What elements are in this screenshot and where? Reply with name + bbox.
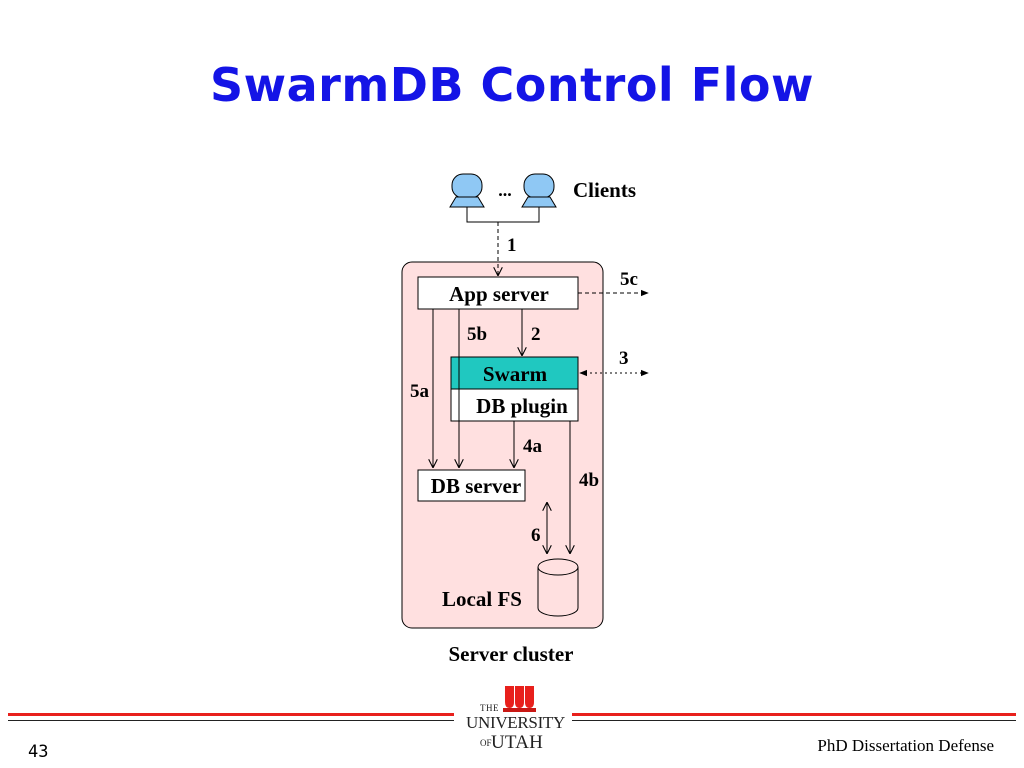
client-icon-right: [521, 173, 557, 208]
slide-title: SwarmDB Control Flow: [209, 58, 814, 112]
edge-4a-label: 4a: [523, 436, 543, 457]
utah-u-emblem-icon: [503, 686, 536, 712]
db-plugin-label: DB plugin: [476, 394, 568, 418]
footer-rule-right-red: [572, 713, 1016, 716]
logo-of: OF: [480, 738, 492, 748]
edge-6-label: 6: [531, 525, 541, 546]
logo-utah: UTAH: [491, 732, 544, 753]
edge-2-label: 2: [531, 324, 541, 345]
edge-4b-label: 4b: [579, 470, 599, 491]
local-fs-cylinder-icon: [537, 558, 579, 617]
clients-ellipsis: ...: [498, 180, 512, 200]
app-server-label: App server: [449, 282, 549, 306]
footer-rule-right-dark: [572, 720, 1016, 721]
logo-university: UNIVERSITY: [466, 713, 565, 732]
swarm-box: [450, 356, 579, 390]
server-cluster-box: [401, 261, 604, 629]
edge-3-label: 3: [619, 348, 629, 369]
server-cluster-label: Server cluster: [449, 642, 574, 666]
local-fs-label: Local FS: [442, 587, 522, 611]
edge-5b-label: 5b: [467, 324, 487, 345]
edge-5a-label: 5a: [410, 381, 430, 402]
footer-rule-left-dark: [8, 720, 454, 721]
db-plugin-box: [450, 388, 579, 422]
footer-caption: PhD Dissertation Defense: [817, 736, 994, 755]
logo-the: THE: [480, 703, 499, 713]
edge-1-label: 1: [507, 235, 517, 256]
db-server-label: DB server: [431, 474, 521, 498]
swarm-label: Swarm: [483, 362, 548, 386]
university-of-utah-logo: THE UNIVERSITY OF UTAH: [462, 684, 565, 760]
db-server-box: [417, 469, 526, 502]
clients-label: Clients: [573, 178, 636, 202]
client-icon-left: [449, 173, 485, 208]
page-number: 43: [28, 742, 49, 762]
edge-5c-label: 5c: [620, 269, 638, 290]
footer-rule-left-red: [8, 713, 454, 716]
